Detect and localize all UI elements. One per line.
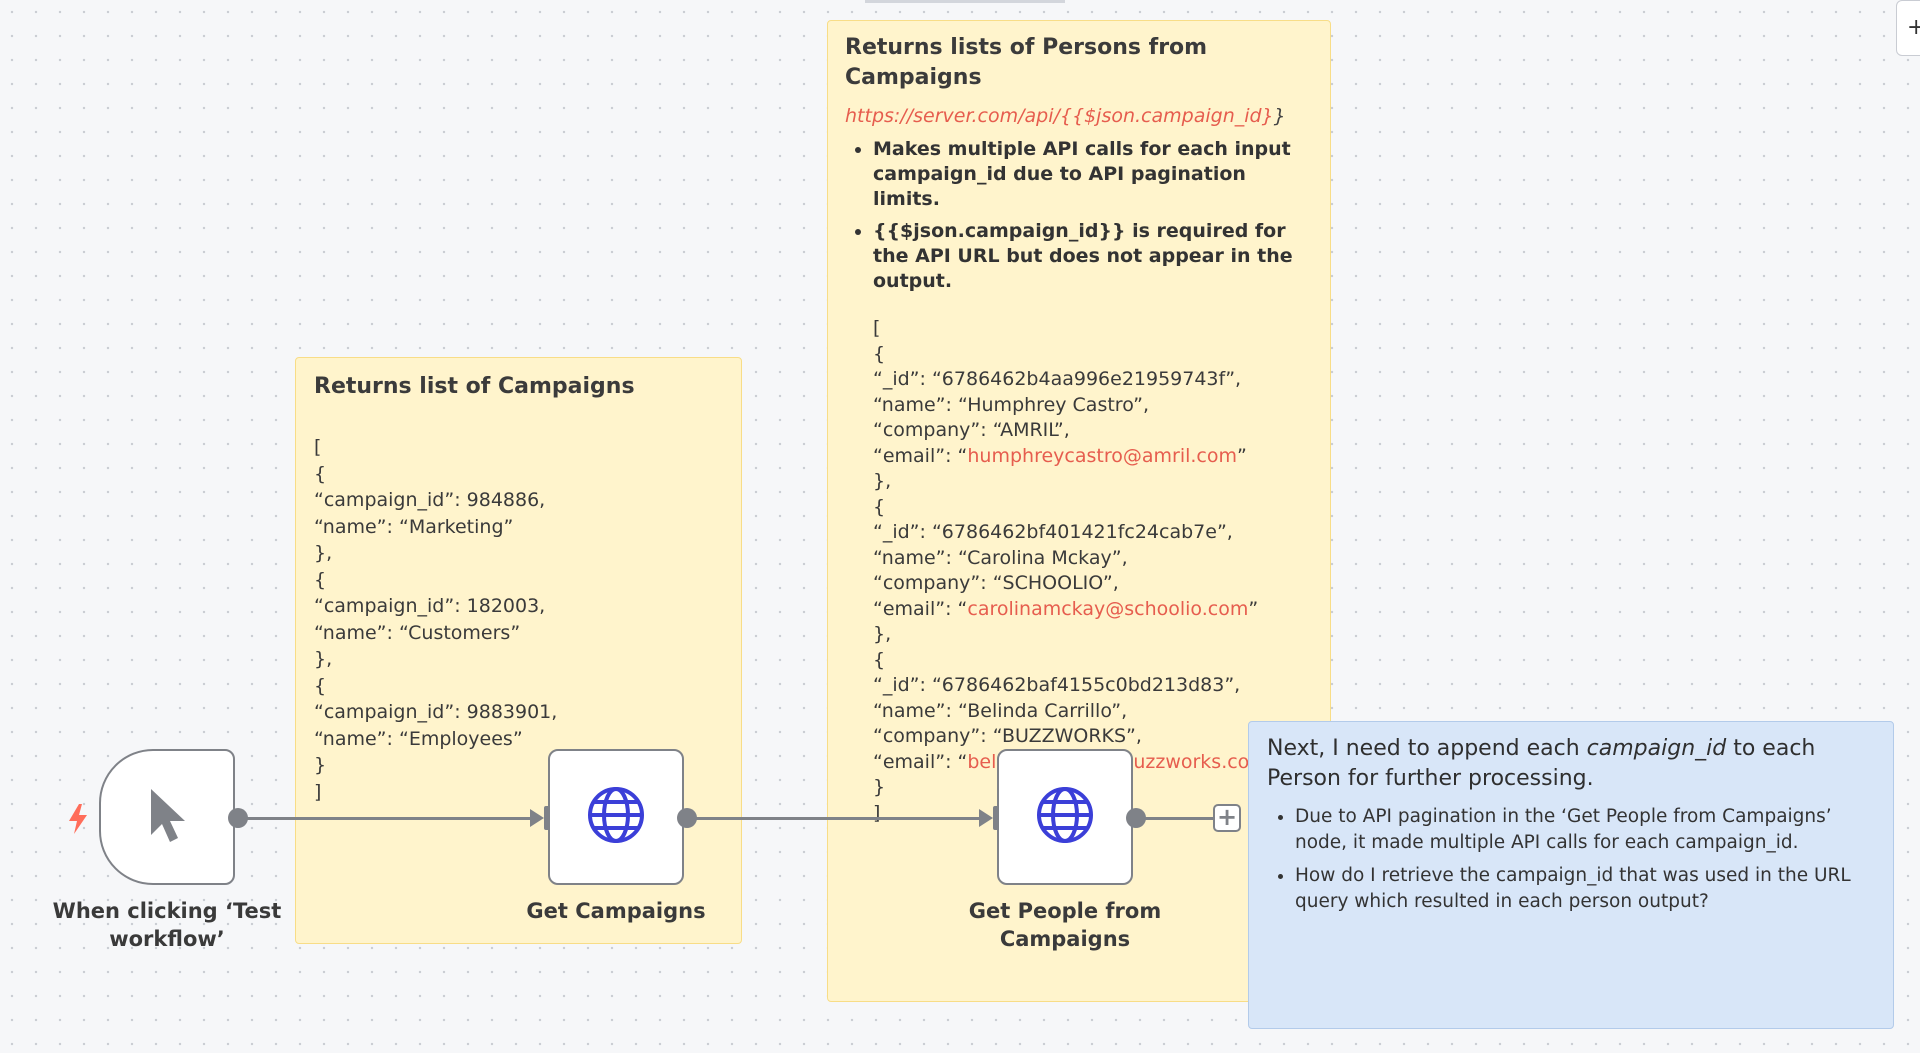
zoom-in-button[interactable]: + — [1896, 0, 1920, 56]
canvas-top-edge — [865, 0, 1065, 3]
connection-get-people-to-add[interactable] — [1136, 817, 1216, 820]
sticky-title: Returns list of Campaigns — [314, 374, 635, 399]
sticky-note-question[interactable]: Next, I need to append each campaign_id … — [1248, 721, 1894, 1029]
code-line: “company”: “BUZZWORKS”, — [873, 725, 1142, 747]
bullet-item: Due to API pagination in the ‘Get People… — [1295, 804, 1875, 856]
node-get-people[interactable] — [997, 749, 1133, 885]
connection-trigger-to-get-campaigns[interactable] — [238, 817, 538, 820]
code-line: “name”: “Belinda Carrillo”, — [873, 699, 1128, 722]
sticky-title: Next, I need to append each campaign_id … — [1267, 734, 1875, 794]
code-line: “email”: “carolinamckay@schoolio.com” — [873, 597, 1313, 623]
node-label: When clicking ‘Test workflow’ — [52, 899, 282, 951]
code-line: { — [873, 495, 886, 518]
title-text: Next, I need to append each — [1267, 736, 1587, 761]
output-handle[interactable] — [677, 808, 697, 828]
sticky-note-campaigns[interactable]: Returns list of Campaigns [ { “campaign_… — [295, 357, 742, 944]
add-node-button[interactable]: + — [1213, 804, 1241, 832]
code-text: “email”: “ — [873, 597, 968, 620]
code-text: “email”: “ — [873, 444, 968, 467]
code-text: ” — [1237, 444, 1247, 467]
code-line: “_id”: “6786462bf401421fc24cab7e”, — [873, 521, 1233, 543]
title-text: to each Person for further processing. — [1267, 736, 1816, 791]
arrow-head — [530, 809, 544, 827]
code-line: “company”: “SCHOOLIO”, — [873, 572, 1119, 594]
code-line: } — [873, 776, 886, 798]
node-manual-trigger[interactable] — [99, 749, 235, 885]
sticky-bullet-list: Due to API pagination in the ‘Get People… — [1267, 804, 1875, 915]
sticky-bullet-list: Makes multiple API calls for each input … — [845, 137, 1313, 294]
bullet-item: {{$json.campaign_id}} is required for th… — [873, 219, 1313, 294]
output-handle[interactable] — [1126, 808, 1146, 828]
code-line: “name”: “Carolina Mckay”, — [873, 546, 1128, 569]
node-get-campaigns[interactable] — [548, 749, 684, 885]
code-line: “_id”: “6786462b4aa996e21959743f”, — [873, 368, 1242, 390]
code-line: { — [873, 648, 886, 671]
code-line: }, — [873, 623, 892, 645]
node-label: Get Campaigns — [526, 899, 706, 923]
output-handle[interactable] — [228, 808, 248, 828]
api-url-link[interactable]: https://server.com/api/{{$json.campaign_… — [845, 105, 1313, 127]
code-line: }, — [873, 470, 892, 492]
code-line: “_id”: “6786462baf4155c0bd213d83”, — [873, 674, 1241, 696]
globe-icon — [586, 785, 646, 849]
api-url-brace: } — [1273, 105, 1286, 127]
email-link[interactable]: humphreycastro@amril.com — [967, 444, 1237, 467]
code-line: “name”: “Humphrey Castro”, — [873, 393, 1150, 416]
bullet-item: How do I retrieve the campaign_id that w… — [1295, 863, 1875, 915]
trigger-bolt-icon — [66, 803, 90, 835]
arrow-head — [979, 809, 993, 827]
globe-icon — [1035, 785, 1095, 849]
sticky-code-block: [ { “campaign_id”: 984886, “name”: “Mark… — [314, 436, 558, 803]
connection-get-campaigns-to-get-people[interactable] — [687, 817, 987, 820]
api-url-text: https://server.com/api/{{$json.campaign_… — [845, 105, 1274, 127]
cursor-icon — [145, 785, 189, 849]
email-link[interactable]: carolinamckay@schoolio.com — [967, 597, 1249, 620]
code-line: ] — [873, 801, 881, 824]
code-line: “email”: “humphreycastro@amril.com” — [873, 444, 1313, 470]
node-label: Get People from Campaigns — [968, 899, 1162, 951]
bullet-item: Makes multiple API calls for each input … — [873, 137, 1313, 212]
code-line: [ — [873, 317, 881, 339]
code-line: “company”: “AMRIL”, — [873, 419, 1070, 441]
code-text: ” — [1248, 597, 1259, 620]
sticky-title: Returns lists of Persons from Campaigns — [845, 35, 1208, 90]
code-text: “email”: “ — [873, 750, 968, 773]
code-line: { — [873, 342, 886, 365]
title-italic: campaign_id — [1586, 736, 1727, 761]
